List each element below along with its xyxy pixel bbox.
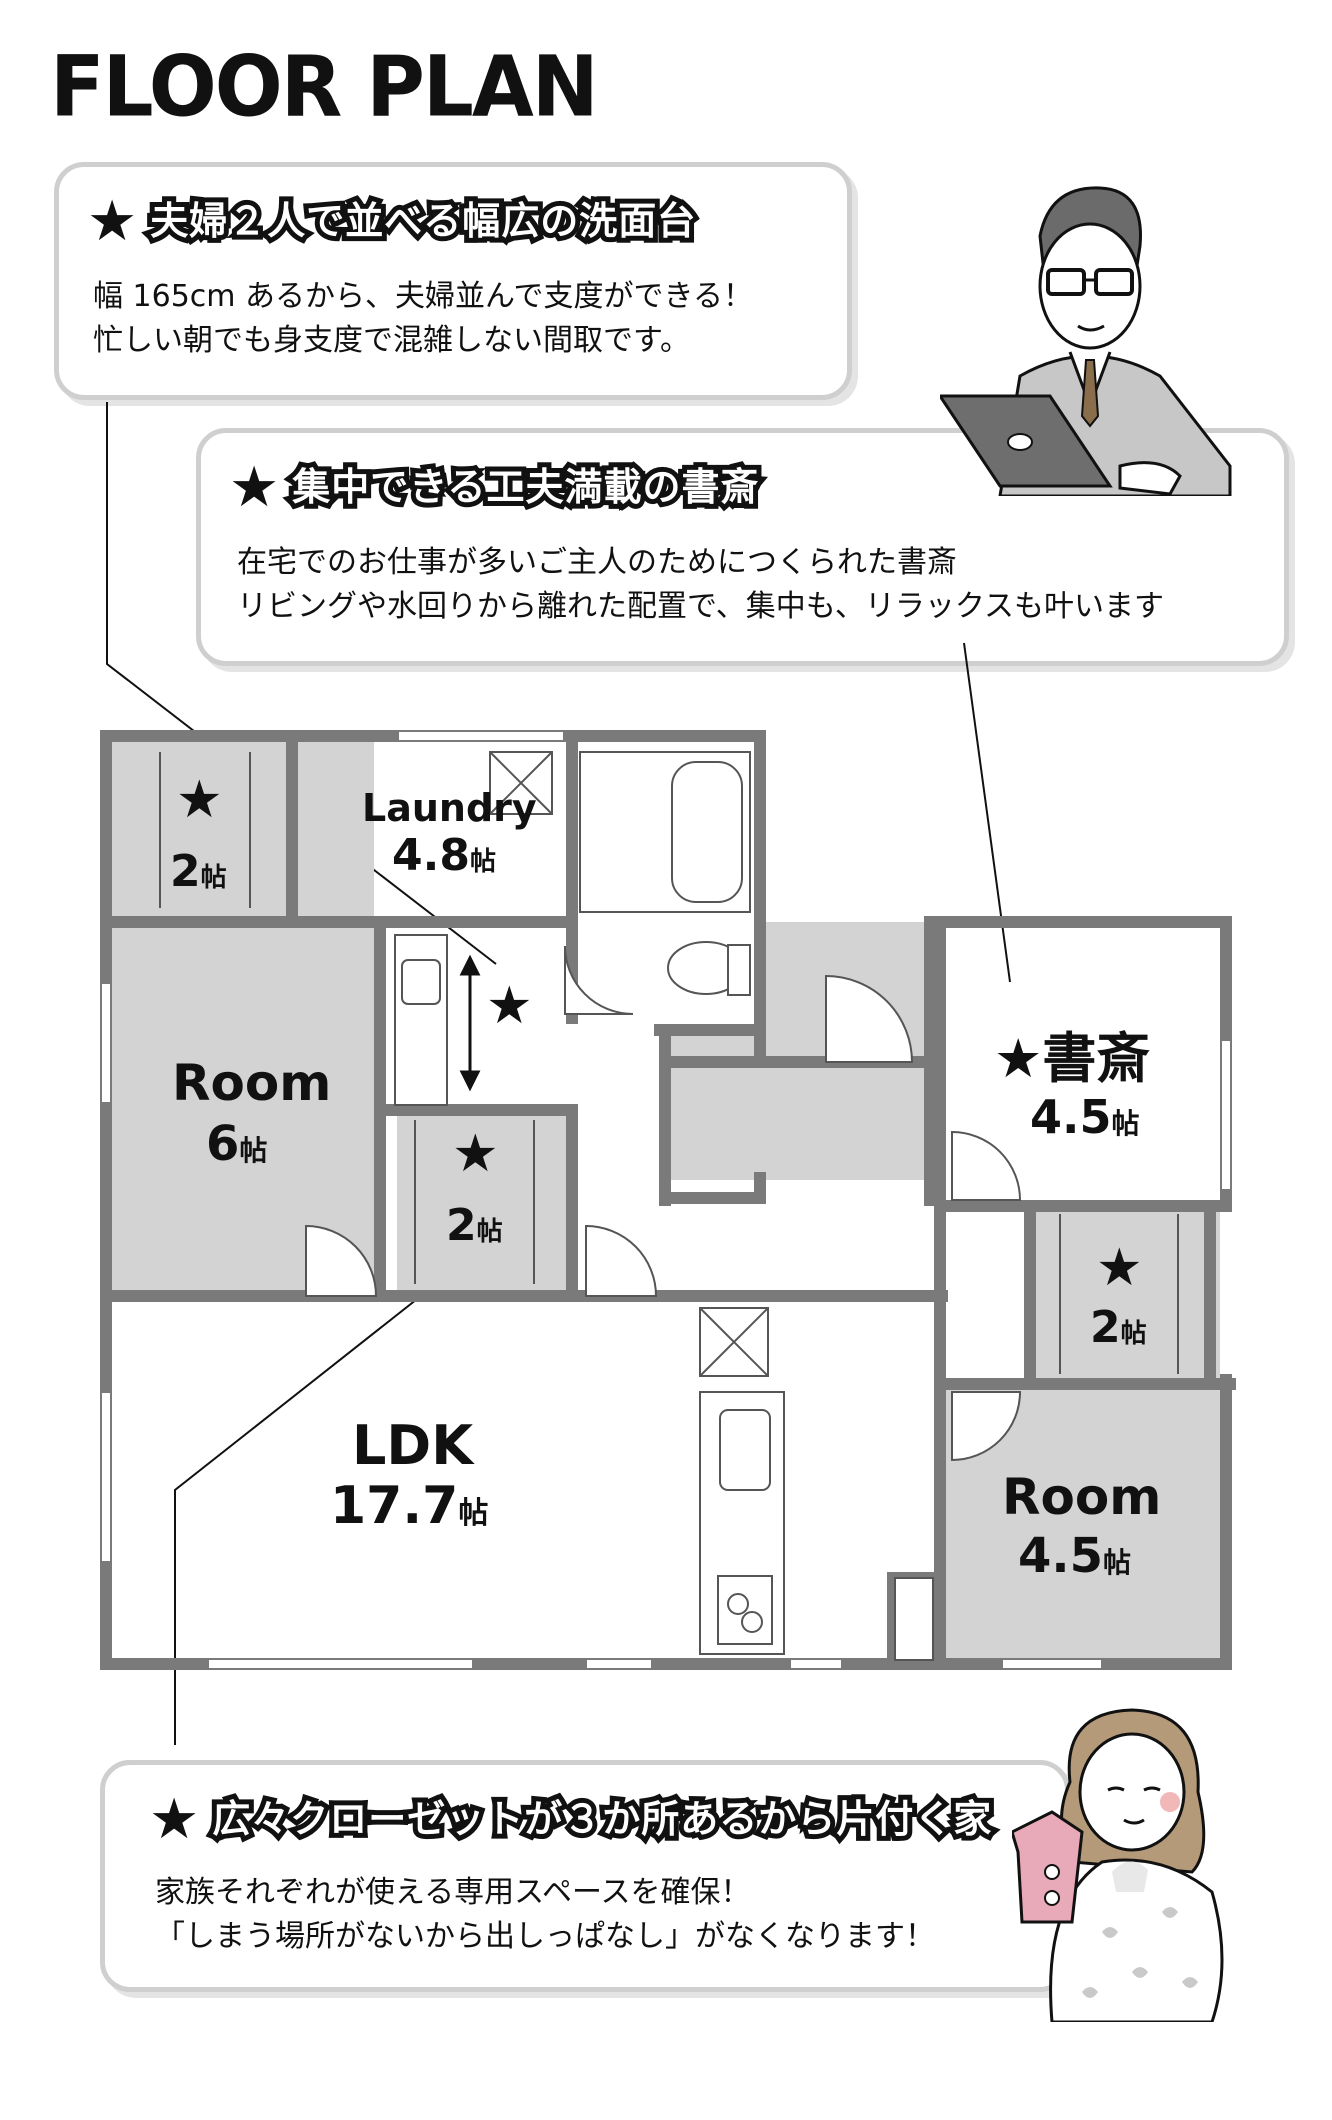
callout-washstand: ★夫婦２人で並べる幅広の洗面台 幅 165cm あるから、夫婦並んで支度ができる…: [54, 162, 852, 400]
room-size-closet-tl: 2: [170, 846, 201, 897]
tatami-unit: 帖: [200, 863, 227, 893]
room-size-room6: 6: [206, 1116, 240, 1172]
door-closet-mid: [585, 1224, 658, 1297]
callout-text-line: 在宅でのお仕事が多いご主人のためにつくられた書斎: [237, 545, 957, 580]
man-with-laptop-illustration: [940, 186, 1232, 496]
room-size-ldk: 17.7: [330, 1476, 459, 1536]
callout-heading: 広々クローゼットが３か所あるから片付く家: [207, 1792, 996, 1846]
width-arrow: [459, 954, 481, 1092]
doors: [305, 945, 1022, 1462]
room-name-ldk: LDK: [352, 1414, 474, 1477]
callout-text-line: 幅 165cm あるから、夫婦並んで支度ができる！: [93, 279, 753, 314]
star-icon: ★: [452, 1124, 499, 1184]
door-room6: [305, 1224, 378, 1297]
star-icon: ★: [1096, 1238, 1143, 1298]
leader-line-study: [963, 642, 1011, 983]
toilet-tank: [727, 944, 751, 996]
woman-with-clothes-illustration: [1012, 1708, 1224, 2022]
closet-tl-fill: [112, 740, 292, 920]
bathtub: [671, 761, 743, 903]
star-icon: ★: [176, 770, 223, 830]
room-name-room45: Room: [1002, 1468, 1162, 1526]
room-size-laundry: 4.8: [392, 830, 470, 881]
fixtures: [394, 751, 934, 1661]
room-name-study: 書斎: [1042, 1027, 1151, 1090]
closet-r-fill: [1030, 1206, 1220, 1386]
tatami-unit: 帖: [1103, 1546, 1132, 1579]
tatami-unit: 帖: [239, 1134, 268, 1167]
washbasin: [401, 959, 441, 1005]
star-icon: ★: [994, 1027, 1043, 1090]
room-size-room45: 4.5: [1018, 1528, 1104, 1584]
tatami-unit: 帖: [1120, 1319, 1147, 1349]
tatami-unit: 帖: [469, 847, 496, 877]
star-icon: ★: [149, 1787, 201, 1852]
closet-rails: [159, 752, 1179, 1374]
callout-heading: 集中できる工夫満載の書斎: [287, 460, 763, 514]
tatami-unit: 帖: [476, 1217, 503, 1247]
callout-heading: 夫婦２人で並べる幅広の洗面台: [145, 194, 700, 248]
callout-text-line: 忙しい朝でも身支度で混雑しない間取です。: [93, 323, 690, 358]
door-entrance: [825, 974, 914, 1063]
callout-text-line: 家族それぞれが使える専用スペースを確保！: [155, 1875, 751, 1910]
closet-mid-fill: [397, 1110, 571, 1290]
door-study: [951, 1130, 1022, 1201]
plan-base: [112, 740, 1225, 1664]
kitchen-sink: [719, 1409, 771, 1491]
tatami-unit: 帖: [458, 1496, 489, 1531]
star-icon: ★: [229, 455, 281, 520]
room-name-laundry: Laundry: [362, 786, 537, 830]
walls: [100, 730, 1236, 1670]
room-size-closet-mid: 2: [446, 1200, 477, 1251]
pantry: [894, 1577, 934, 1661]
callout-closet: ★広々クローゼットが３か所あるから片付く家 家族それぞれが使える専用スペースを確…: [100, 1760, 1070, 1992]
star-icon: ★: [486, 976, 533, 1036]
callout-text-line: リビングや水回りから離れた配置で、集中も、リラックスも叶います: [237, 589, 1164, 624]
tatami-unit: 帖: [1111, 1107, 1140, 1140]
door-laundry: [564, 945, 634, 1015]
room-name-room6: Room: [172, 1054, 332, 1112]
windows: [100, 730, 1232, 1670]
star-icon: ★: [87, 189, 139, 254]
callout-text-line: 「しまう場所がないから出しっぱなし」がなくなります！: [155, 1919, 935, 1954]
room-size-study: 4.5: [1030, 1090, 1112, 1144]
page-title: FLOOR PLAN: [50, 37, 599, 136]
room-size-closet-r: 2: [1090, 1302, 1121, 1353]
door-room45: [951, 1391, 1022, 1462]
